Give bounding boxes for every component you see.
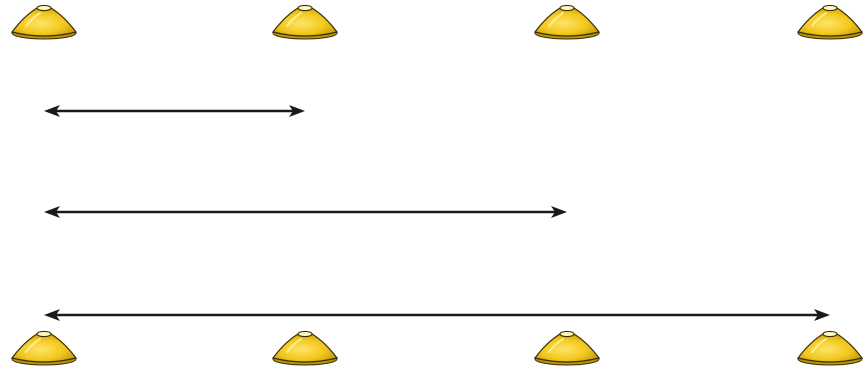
marker-cone-icon xyxy=(533,330,601,366)
arrowhead-left-icon xyxy=(44,206,60,218)
arrowhead-right-icon xyxy=(551,206,567,218)
marker-cone-icon xyxy=(796,330,864,366)
arrowhead-right-icon xyxy=(814,309,830,321)
arrowhead-left-icon xyxy=(44,309,60,321)
arrows-layer xyxy=(44,105,830,321)
marker-cone-icon xyxy=(10,4,78,40)
marker-cone-icon xyxy=(533,4,601,40)
double-arrow-2 xyxy=(44,206,567,218)
marker-cone-icon xyxy=(271,330,339,366)
marker-cone-icon xyxy=(796,4,864,40)
double-arrow-3 xyxy=(44,309,830,321)
arrowhead-left-icon xyxy=(44,105,60,117)
marker-cone-icon xyxy=(10,330,78,366)
marker-cone-icon xyxy=(271,4,339,40)
double-arrow-1 xyxy=(44,105,305,117)
arrowhead-right-icon xyxy=(289,105,305,117)
cones-layer xyxy=(10,4,864,366)
